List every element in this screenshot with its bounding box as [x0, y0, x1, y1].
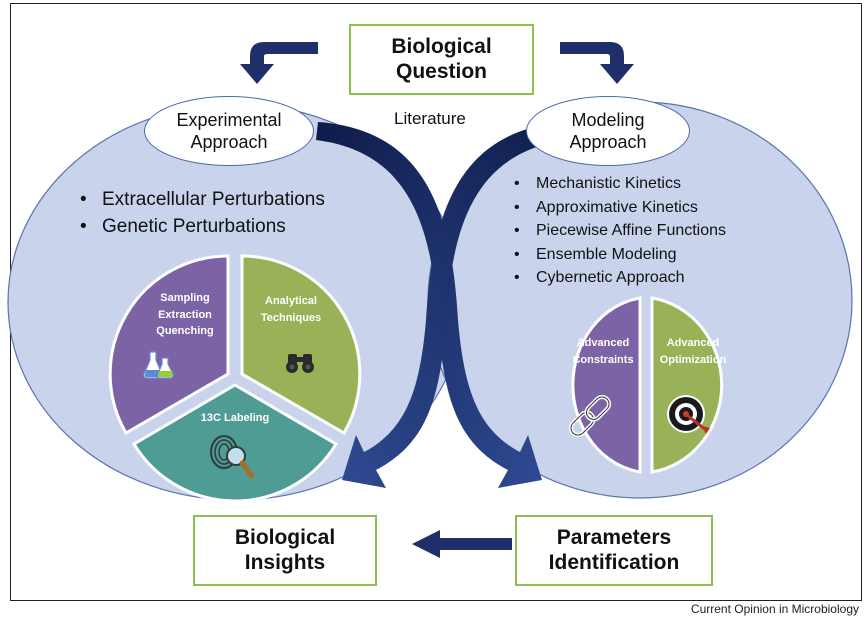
arrow-to-experimental-icon	[240, 42, 318, 84]
parameters-identification-box: Parameters Identification	[515, 515, 713, 586]
parameters-line-2: Identification	[548, 550, 680, 574]
ribbon-literature-to-parameters	[316, 122, 542, 488]
parameters-line-1: Parameters	[556, 525, 672, 549]
analytical-line-2: Techniques	[260, 311, 322, 324]
fingerprint-magnifier-icon	[210, 435, 255, 479]
insights-line-2: Insights	[244, 550, 326, 574]
arrow-to-insights-icon	[412, 530, 512, 558]
experimental-bullet-list: Extracellular Perturbations Genetic Pert…	[78, 186, 325, 240]
sampling-line-2: Extraction	[158, 308, 212, 321]
list-item: Genetic Perturbations	[78, 213, 325, 240]
experimental-title-line-1: Experimental	[176, 109, 282, 130]
segment-sampling	[108, 254, 230, 436]
chain-link-icon	[568, 394, 612, 438]
binoculars-icon	[286, 354, 314, 373]
modeling-pie	[571, 296, 724, 474]
optimization-line-2: Optimization	[659, 353, 727, 366]
modeling-bullet-list: Mechanistic Kinetics Approximative Kinet…	[512, 172, 726, 290]
question-line-2: Question	[395, 59, 487, 83]
journal-credit: Current Opinion in Microbiology	[690, 602, 859, 616]
constraints-line-2: Constraints	[572, 353, 634, 366]
optimization-label: Advanced Optimization	[652, 335, 734, 368]
arrow-to-modeling-icon	[560, 42, 634, 84]
ribbon-modeling-to-insights	[342, 122, 568, 488]
modeling-title-line-1: Modeling	[571, 109, 645, 130]
biological-insights-box: Biological Insights	[193, 515, 377, 586]
labeling-line-1: 13C Labeling	[200, 412, 270, 424]
list-item: Cybernetic Approach	[512, 266, 726, 290]
sampling-line-3: Quenching	[156, 325, 214, 337]
modeling-approach-bubble: Modeling Approach	[526, 96, 690, 166]
optimization-line-1: Advanced	[666, 337, 720, 349]
insights-line-1: Biological	[234, 525, 336, 549]
segment-analytical	[240, 254, 362, 436]
analytical-label: Analytical Techniques	[250, 293, 332, 326]
list-item: Ensemble Modeling	[512, 243, 726, 267]
question-line-1: Biological	[391, 34, 492, 58]
constraints-line-1: Advanced	[576, 337, 630, 349]
literature-label: Literature	[394, 109, 466, 128]
experimental-approach-bubble: Experimental Approach	[144, 96, 314, 166]
flask-icon	[143, 351, 174, 379]
list-item: Piecewise Affine Functions	[512, 219, 726, 243]
list-item: Mechanistic Kinetics	[512, 172, 726, 196]
constraints-label: Advanced Constraints	[566, 335, 640, 368]
target-icon	[667, 395, 710, 434]
sampling-label: Sampling Extraction Quenching	[140, 290, 230, 340]
labeling-label: 13C Labeling	[180, 410, 290, 427]
experimental-title-line-2: Approach	[190, 132, 268, 152]
biological-question-box: Biological Question	[349, 24, 534, 95]
analytical-line-1: Analytical	[265, 295, 317, 307]
sampling-line-1: Sampling	[160, 292, 210, 304]
list-item: Extracellular Perturbations	[78, 186, 325, 213]
modeling-title-line-2: Approach	[569, 132, 647, 152]
list-item: Approximative Kinetics	[512, 196, 726, 220]
